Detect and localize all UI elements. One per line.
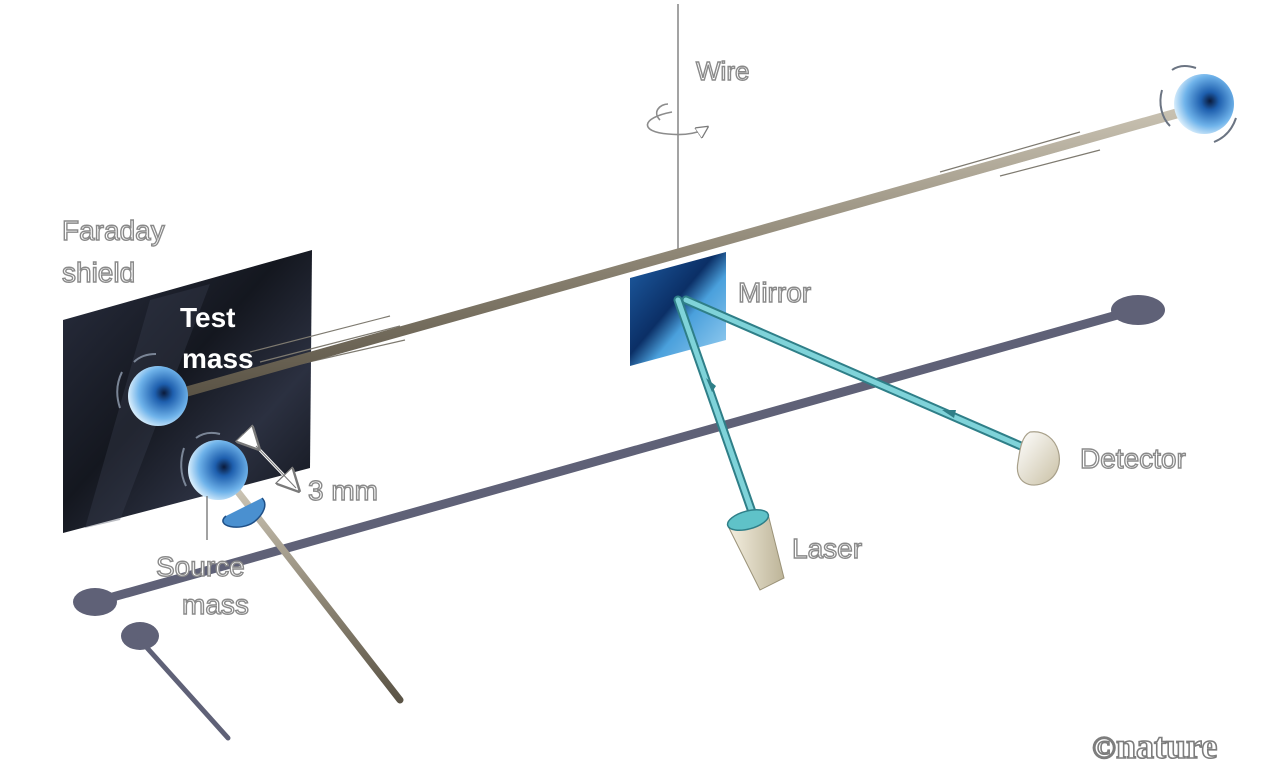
shadow-end-right: [1111, 295, 1165, 325]
label-test-line2: mass: [182, 343, 254, 374]
source-rod: [234, 488, 404, 704]
laser-device: [726, 508, 785, 591]
logo-text: nature: [1116, 726, 1217, 766]
beam-shadow: [90, 305, 1140, 607]
label-mirror: Mirror: [738, 277, 811, 308]
label-source-line2: mass: [182, 589, 249, 620]
label-detector: Detector: [1080, 443, 1186, 474]
label-test-line1: Test: [180, 302, 236, 333]
logo-symbol: ©: [1092, 729, 1116, 765]
label-faraday-line2: shield: [62, 257, 135, 288]
label-source-line1: Source: [156, 551, 245, 582]
label-laser: Laser: [792, 533, 862, 564]
source-rotation-arrow-icon: [222, 497, 266, 528]
shadow-end-left: [73, 588, 117, 616]
test-mass: [116, 353, 188, 426]
label-distance: 3 mm: [308, 475, 378, 506]
nature-logo: © nature: [1091, 725, 1218, 767]
source-mass: [180, 431, 404, 704]
laser-beams: [673, 295, 1035, 517]
shadow-source: [121, 622, 159, 650]
shadow-source-rod: [137, 637, 231, 741]
label-wire: Wire: [696, 56, 749, 86]
label-faraday-line1: Faraday: [62, 215, 165, 246]
balance-rod: [173, 103, 1201, 399]
balance-mass-right: [1159, 65, 1237, 143]
rotation-arrow-icon: [646, 103, 706, 135]
floor-shadows: [73, 295, 1165, 741]
detector: [1016, 431, 1060, 486]
